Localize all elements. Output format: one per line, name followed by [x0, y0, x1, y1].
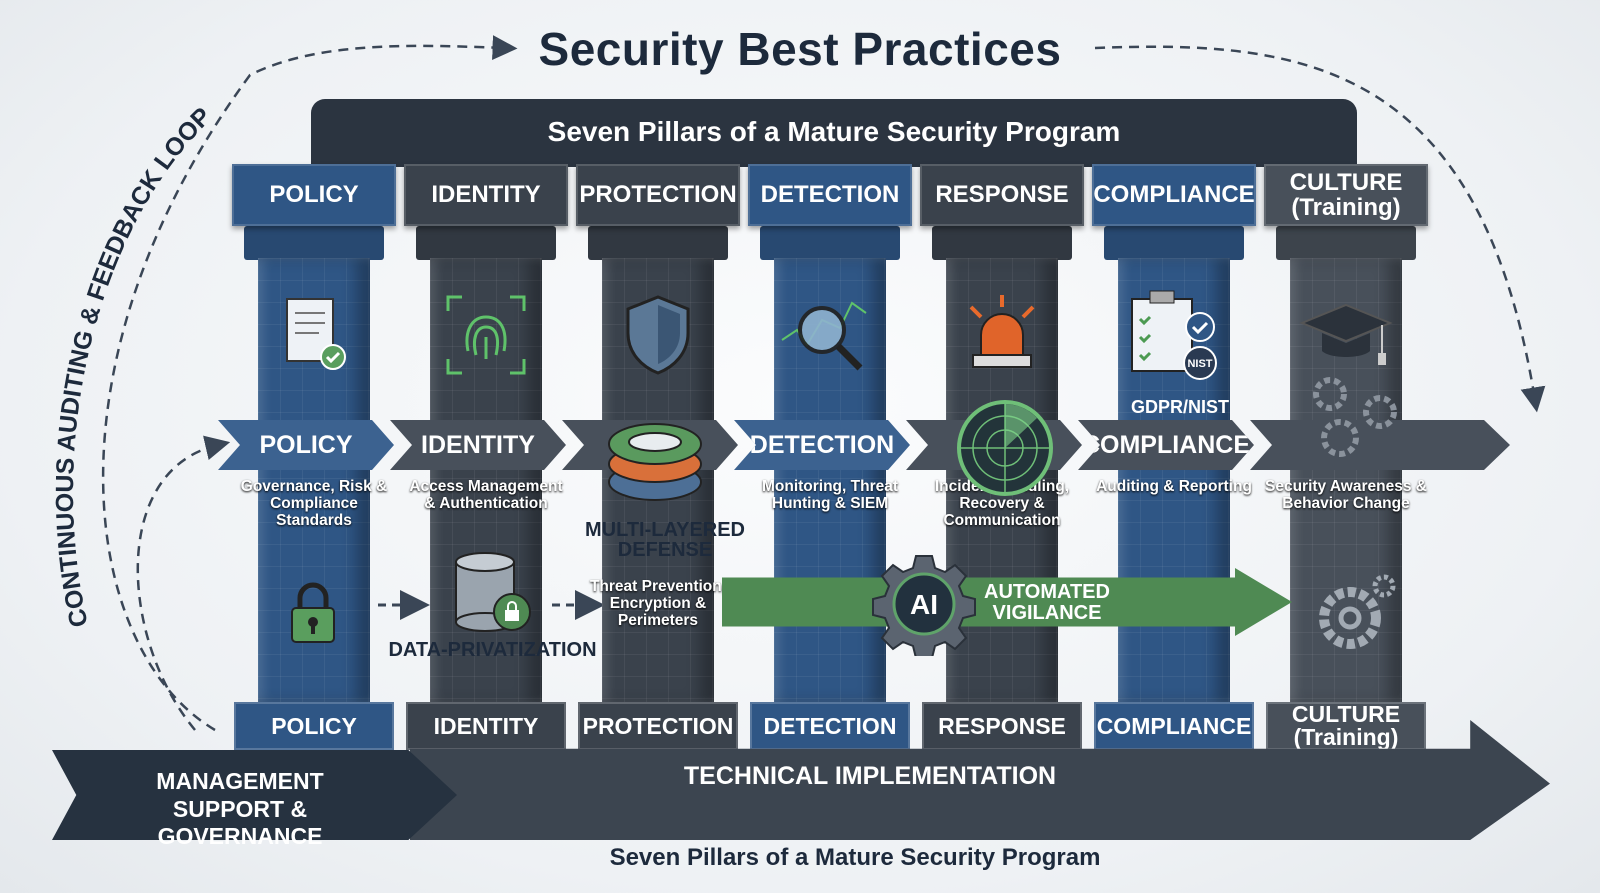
pillar-cap-protection: PROTECTION — [576, 164, 740, 226]
clipboard-check-icon: NIST — [1092, 285, 1256, 385]
ai-gear-icon: AI — [872, 552, 976, 659]
band-segment-2: IDENTITY — [390, 420, 566, 470]
pillar-description-detection: Monitoring, Threat Hunting & SIEM — [761, 478, 899, 513]
pillar-capital-compliance — [1104, 226, 1244, 260]
radar-icon — [955, 398, 1055, 503]
pillar-cap-culture: CULTURE (Training) — [1264, 164, 1428, 226]
pillar-base-culture: CULTURE (Training) — [1266, 702, 1426, 750]
pillar-capital-detection — [760, 226, 900, 260]
pillar-shaft-identity — [430, 258, 542, 703]
document-check-icon — [232, 285, 396, 385]
pillar-cap-identity: IDENTITY — [404, 164, 568, 226]
pillar-description-protection: Threat Prevention, Encryption & Perimete… — [589, 578, 727, 630]
pillar-description-policy: Governance, Risk & Compliance Standards — [240, 478, 388, 530]
pillar-capital-policy — [244, 226, 384, 260]
ai-label: AI — [910, 589, 938, 620]
bottom-caption: Seven Pillars of a Mature Security Progr… — [609, 844, 1101, 871]
gear-icon — [1310, 570, 1400, 655]
band-segment-4: DETECTION — [734, 420, 910, 470]
management-governance-label: MANAGEMENT SUPPORT & GOVERNANCE — [156, 768, 324, 850]
pillar-cap-detection: DETECTION — [748, 164, 912, 226]
pillar-base-policy: POLICY — [234, 702, 394, 750]
technical-implementation-label: TECHNICAL IMPLEMENTATION — [683, 762, 1057, 790]
pillar-description-identity: Access Management & Authentication — [409, 478, 563, 513]
fingerprint-icon — [404, 285, 568, 385]
band-segment-6: COMPLIANCE — [1078, 420, 1254, 470]
gears-icon — [1300, 372, 1410, 467]
pillar-base-response: RESPONSE — [922, 702, 1082, 750]
magnifier-chart-icon — [748, 285, 912, 385]
pillar-base-protection: PROTECTION — [578, 702, 738, 750]
layered-rings-icon — [600, 402, 710, 517]
pillar-capital-identity — [416, 226, 556, 260]
pillar-description-compliance: Auditing & Reporting — [1096, 478, 1252, 495]
database-lock-icon — [452, 548, 542, 643]
pillar-cap-response: RESPONSE — [920, 164, 1084, 226]
automated-vigilance-label: AUTOMATED VIGILANCE — [984, 581, 1110, 624]
data-privatization-label: DATA-PRIVATIZATION — [388, 639, 597, 661]
gdpr-nist-label: GDPR/NIST — [1130, 397, 1229, 417]
band-segment-1: POLICY — [218, 420, 394, 470]
pillar-capital-culture — [1276, 226, 1416, 260]
pillar-cap-compliance: COMPLIANCE — [1092, 164, 1256, 226]
pillar-description-culture: Security Awareness & Behavior Change — [1265, 478, 1427, 513]
lock-icon — [288, 580, 338, 651]
feedback-loop-label: CONTINUOUS AUDITING & FEEDBACK LOOP — [51, 102, 217, 630]
siren-icon — [920, 285, 1084, 385]
pillar-base-compliance: COMPLIANCE — [1094, 702, 1254, 750]
management-governance-arrow — [52, 750, 457, 840]
pillar-shaft-culture — [1290, 258, 1402, 703]
pillar-capital-response — [932, 226, 1072, 260]
multi-layered-defense-label: MULTI-LAYERED DEFENSE — [585, 519, 745, 561]
graduation-cap-icon — [1264, 285, 1428, 385]
pillar-base-identity: IDENTITY — [406, 702, 566, 750]
page-title: Security Best Practices — [538, 23, 1062, 75]
svg-text:NIST: NIST — [1187, 358, 1212, 370]
shield-icon — [576, 285, 740, 385]
pillar-capital-protection — [588, 226, 728, 260]
automated-vigilance-arrow — [722, 568, 1292, 636]
pillar-cap-policy: POLICY — [232, 164, 396, 226]
top-banner: Seven Pillars of a Mature Security Progr… — [311, 99, 1357, 167]
pillar-base-detection: DETECTION — [750, 702, 910, 750]
